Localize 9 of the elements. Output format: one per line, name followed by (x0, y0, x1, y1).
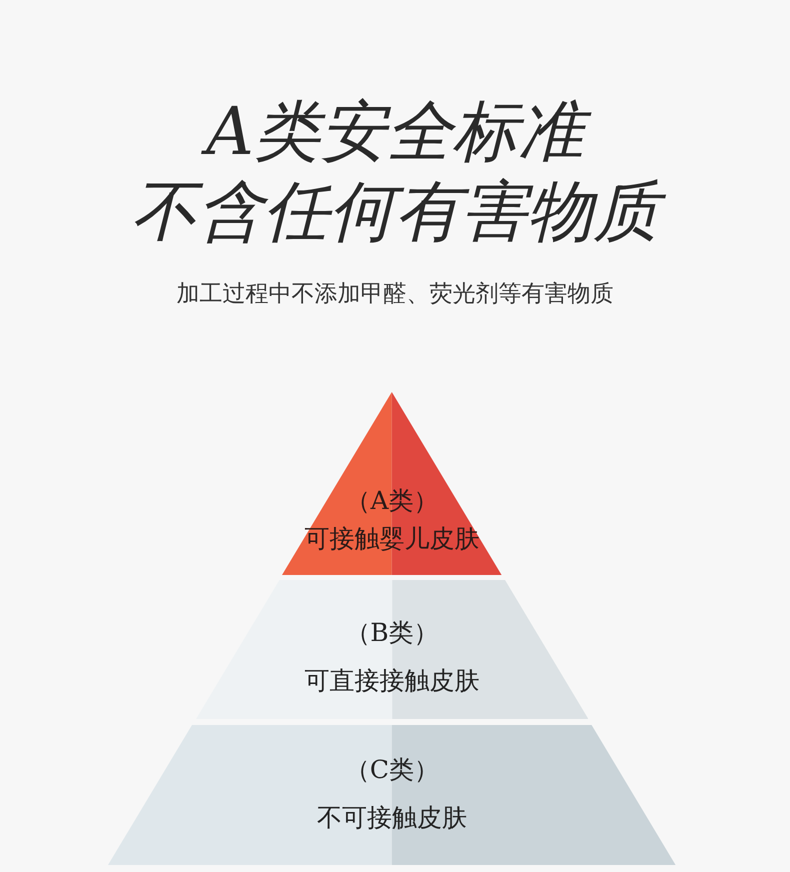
title: 不含任何有害物质 (0, 172, 790, 252)
tier-heading: （B类） (345, 617, 439, 649)
title: A类安全标准 (0, 92, 790, 172)
tier-heading: （A类） (345, 485, 439, 517)
tier-label: 可直接接触皮肤 (304, 665, 480, 697)
subtitle: 加工过程中不添加甲醛、荧光剂等有害物质 (176, 280, 614, 309)
tier-label: 可接触婴儿皮肤 (304, 523, 480, 555)
tier-heading: （C类） (344, 754, 440, 786)
tier-label: 不可接触皮肤 (316, 802, 467, 834)
